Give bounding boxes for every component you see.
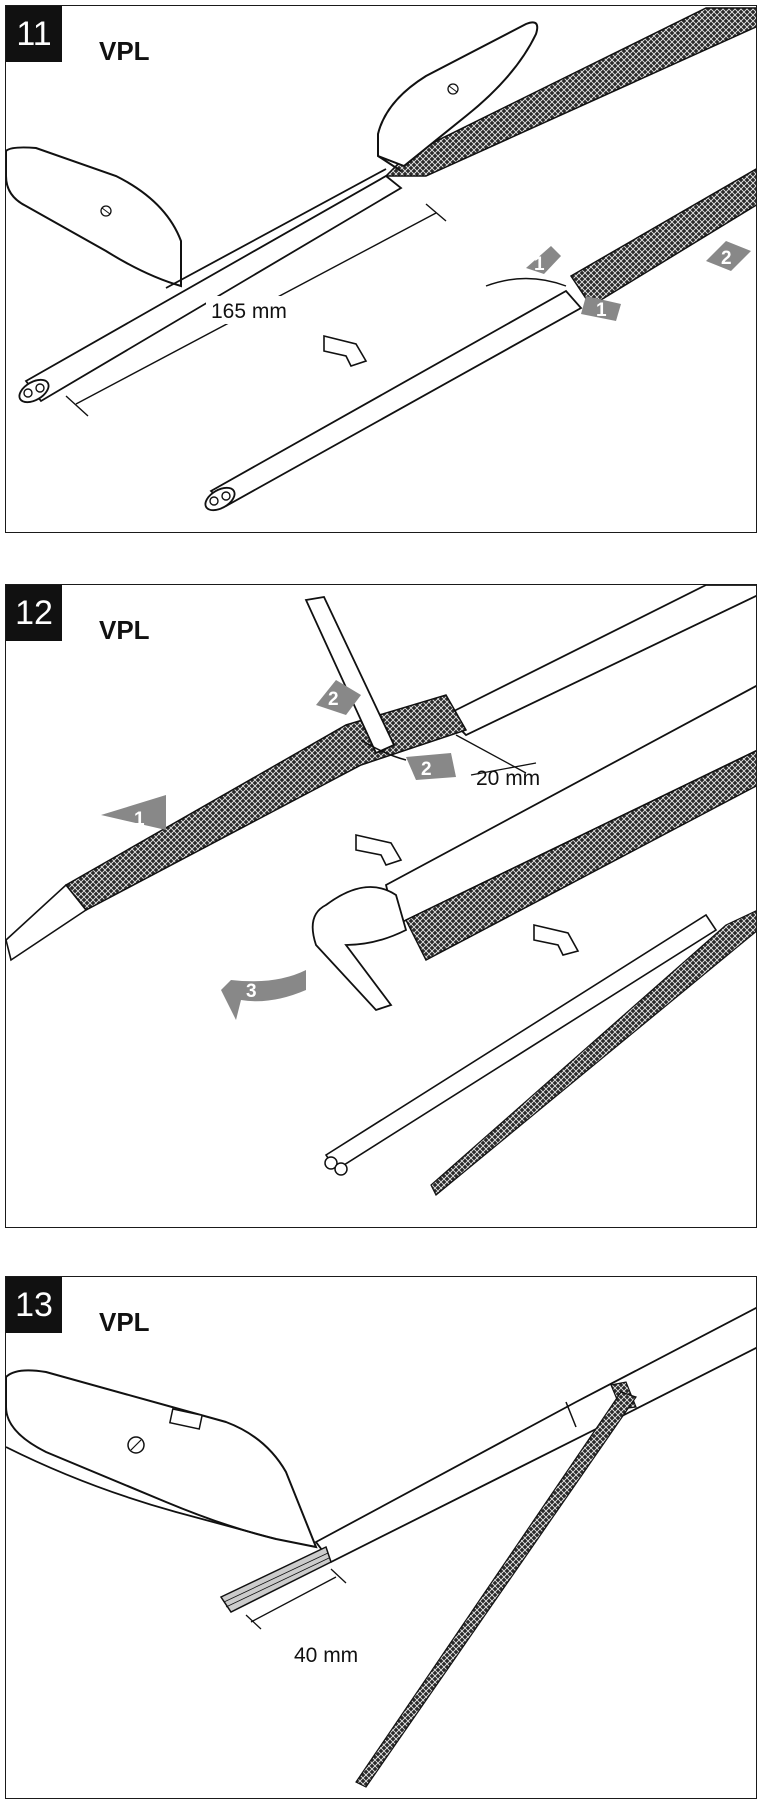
braid-strand xyxy=(355,1391,637,1788)
product-label: VPL xyxy=(99,615,150,645)
step-number-badge: 11 xyxy=(6,6,62,62)
svg-text:2: 2 xyxy=(421,759,432,780)
direction-arrow-icon xyxy=(533,923,580,956)
screw-icon xyxy=(127,1436,145,1454)
rotate-arrow-3-icon: 3 xyxy=(221,970,306,1020)
step-number: 11 xyxy=(16,14,52,53)
product-label: VPL xyxy=(99,36,150,66)
exposed-wires xyxy=(219,1545,332,1613)
step-12-illustration: 20 mm 1 2 2 3 xyxy=(6,585,756,1196)
svg-text:1: 1 xyxy=(596,300,607,321)
rotate-arrow-1b-icon: 1 xyxy=(581,296,621,321)
step-11-illustration: 165 mm 1 2 1 xyxy=(6,7,756,512)
cable-core xyxy=(6,883,88,962)
braided-sheath xyxy=(404,750,756,962)
stripping-knife-blade xyxy=(6,146,182,288)
step-number-badge: 12 xyxy=(6,585,62,641)
product-label: VPL xyxy=(99,1307,150,1337)
rotate-arrow-1-icon: 1 xyxy=(526,246,561,275)
screw-icon xyxy=(100,205,112,217)
pliers-icon xyxy=(311,886,408,1012)
pull-arrow-2-icon: 2 xyxy=(706,241,751,271)
knife-latch xyxy=(168,1408,204,1430)
step-number-badge: 13 xyxy=(6,1277,62,1333)
direction-arrow-icon xyxy=(323,334,368,367)
svg-text:2: 2 xyxy=(328,689,339,710)
dimension-label: 165 mm xyxy=(211,300,287,323)
braided-sheath xyxy=(569,168,756,308)
svg-text:3: 3 xyxy=(246,981,257,1002)
step-12-panel: 12 VPL 20 mm 1 2 2 xyxy=(5,584,757,1228)
step-11-panel: 11 VPL 165 mm xyxy=(5,5,757,533)
step-number: 13 xyxy=(15,1285,53,1324)
step-13-illustration: 40 mm xyxy=(6,1307,756,1788)
braid-strand xyxy=(430,910,756,1196)
dimension-label: 20 mm xyxy=(476,767,540,790)
step-13-panel: 13 VPL 40 mm xyxy=(5,1276,757,1799)
cable-core xyxy=(324,913,718,1172)
push-arrow-1-icon: 1 xyxy=(101,795,166,830)
stripping-knife-blade xyxy=(6,1369,318,1549)
svg-text:1: 1 xyxy=(534,254,545,275)
dimension-label: 40 mm xyxy=(294,1644,358,1667)
step-number: 12 xyxy=(15,593,53,632)
rotate-arrow-2-icon: 2 xyxy=(316,680,361,715)
svg-text:2: 2 xyxy=(721,248,732,269)
stripping-knife-blade xyxy=(377,21,539,168)
svg-text:1: 1 xyxy=(134,809,145,830)
screw-icon xyxy=(447,83,459,95)
rotate-arrow-2b-icon: 2 xyxy=(406,753,456,780)
direction-arrow-icon xyxy=(355,833,403,866)
